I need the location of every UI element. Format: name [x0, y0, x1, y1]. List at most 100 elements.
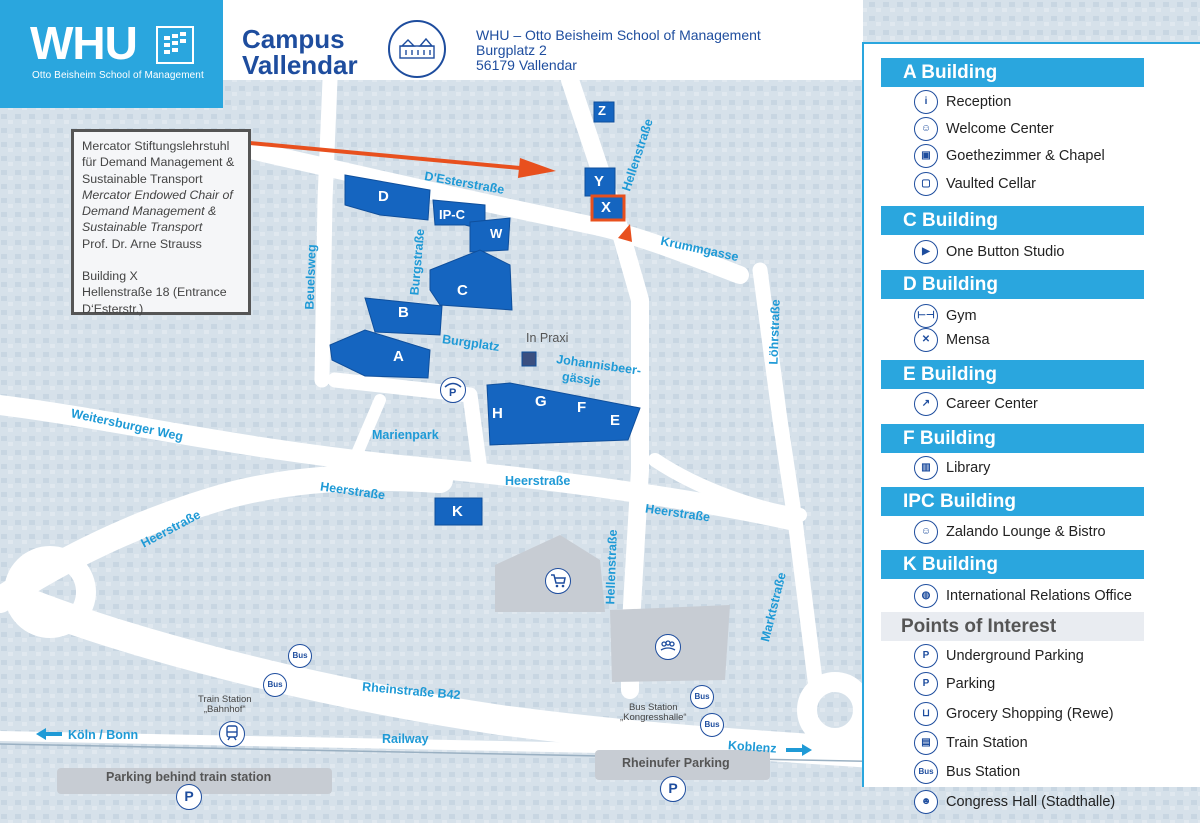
building-label-B[interactable]: B	[398, 304, 409, 321]
legend-header-d: D Building	[881, 270, 1144, 299]
grocery-map-icon[interactable]	[545, 568, 571, 594]
legend-item-label: Underground Parking	[946, 648, 1084, 664]
building-label-K[interactable]: K	[452, 503, 463, 520]
legend-item[interactable]: ▥Library	[914, 455, 990, 481]
parking-map-icon-right[interactable]: P	[660, 776, 686, 802]
parking-map-icon-left[interactable]: P	[176, 784, 202, 810]
legend-item[interactable]: ▣Goethezimmer & Chapel	[914, 143, 1105, 169]
legend-header-ipc: IPC Building	[881, 487, 1144, 516]
bus-stop-icon[interactable]: Bus	[700, 713, 724, 737]
label-railway: Railway	[382, 732, 429, 746]
building-label-D[interactable]: D	[378, 188, 389, 205]
legend-header-f: F Building	[881, 424, 1144, 453]
legend-item-label: Zalando Lounge & Bistro	[946, 524, 1106, 540]
building-label-E[interactable]: E	[610, 412, 621, 429]
building-HGFE-shape[interactable]	[486, 382, 641, 446]
campus-title-line1: Campus	[242, 24, 345, 54]
building-label-Z[interactable]: Z	[598, 103, 606, 118]
legend-item-label: Mensa	[946, 332, 990, 348]
campus-buildings	[329, 101, 641, 526]
legend-item[interactable]: P Parking	[914, 671, 995, 697]
building-label-G[interactable]: G	[535, 393, 547, 410]
legend-item-label: International Relations Office	[946, 588, 1132, 604]
chapel-icon: ▣	[914, 144, 938, 168]
building-label-W[interactable]: W	[490, 226, 503, 241]
header-band	[223, 0, 863, 80]
legend-item[interactable]: ☻Congress Hall (Stadthalle)	[914, 789, 1115, 815]
legend-item[interactable]: ☺Zalando Lounge & Bistro	[914, 519, 1106, 545]
congress-hall-map-icon[interactable]	[655, 634, 681, 660]
arrow-left-icon	[36, 728, 62, 740]
congress-icon: ☻	[914, 790, 938, 814]
building-W-shape[interactable]	[469, 217, 511, 253]
studio-icon: ▶	[914, 240, 938, 264]
orange-pointer-arrow	[249, 141, 632, 242]
building-label-C[interactable]: C	[457, 282, 468, 299]
in-praxi-shape[interactable]	[521, 351, 537, 367]
career-icon: ↗	[914, 392, 938, 416]
train-station-label: Train Station „Bahnhof“	[198, 695, 252, 715]
legend-item-label: Parking	[946, 676, 996, 692]
building-B-shape[interactable]	[364, 297, 443, 336]
svg-text:P: P	[449, 387, 456, 399]
parking-behind-station-plot	[57, 768, 332, 794]
street-heerstrasse-mid: Heerstraße	[505, 474, 571, 488]
building-label-Y[interactable]: Y	[594, 173, 605, 190]
legend-item-label: Vaulted Cellar	[946, 176, 1037, 192]
legend-item-label: Reception	[946, 94, 1012, 110]
legend-item-label: Library	[946, 460, 991, 476]
legend-item[interactable]: ⊢⊣ Gym	[914, 303, 977, 329]
whu-logo[interactable]: WHU Otto Beisheim School of Management	[0, 0, 223, 108]
park-marienpark: Marienpark	[372, 428, 439, 442]
underground-parking-map-icon[interactable]: P	[440, 377, 466, 403]
chair-info-box: Mercator Stiftungslehrstuhl für Demand M…	[71, 129, 251, 316]
building-label-A[interactable]: A	[393, 348, 404, 365]
building-X-shape[interactable]	[590, 194, 626, 222]
building-D-shape[interactable]	[344, 174, 431, 221]
campus-building-icon	[388, 20, 446, 78]
legend-header-e: E Building	[881, 360, 1144, 389]
legend-item-label: Career Center	[946, 396, 1038, 412]
building-label-IPC[interactable]: IP-C	[439, 207, 465, 222]
legend-item[interactable]: ◍International Relations Office	[914, 583, 1132, 609]
legend-item[interactable]: ↗ Career Center	[914, 391, 1038, 417]
building-A-shape[interactable]	[329, 329, 431, 379]
street-lohrstrasse: Löhrstraße	[766, 299, 783, 365]
train-station-line2: „Bahnhof“	[203, 704, 246, 715]
legend-item[interactable]: ✕ Mensa	[914, 327, 990, 353]
legend-header-c: C Building	[881, 206, 1144, 235]
building-label-H[interactable]: H	[492, 405, 503, 422]
legend-item-label: Gym	[946, 308, 977, 324]
mensa-icon: ✕	[914, 328, 938, 352]
legend-item[interactable]: ⊔Grocery Shopping (Rewe)	[914, 701, 1114, 727]
legend-header-a: A Building	[881, 58, 1144, 87]
welcome-icon: ☺	[914, 117, 938, 141]
legend-item[interactable]: ▤Train Station	[914, 730, 1028, 756]
bus-stop-icon[interactable]: Bus	[690, 685, 714, 709]
campus-title-line2: Vallendar	[242, 50, 358, 80]
legend-item[interactable]: ▢ Vaulted Cellar	[914, 171, 1036, 197]
parking-icon: P	[914, 672, 938, 696]
address-line1: WHU – Otto Beisheim School of Management	[476, 27, 761, 43]
legend-item[interactable]: ☺Welcome Center	[914, 116, 1054, 142]
bus-stop-icon[interactable]: Bus	[288, 644, 312, 668]
bus-stop-icon[interactable]: Bus	[263, 673, 287, 697]
cellar-icon: ▢	[914, 172, 938, 196]
info-line: D‘Esterstr.)	[82, 301, 144, 316]
address-line2: Burgplatz 2	[476, 42, 547, 58]
bus-station-line1: Bus Station	[628, 702, 678, 713]
info-line: Sustainable Transport	[82, 220, 203, 235]
bus-station-line2: „Kongresshalle“	[620, 712, 687, 723]
gym-icon: ⊢⊣	[914, 304, 938, 328]
building-label-X[interactable]: X	[601, 199, 612, 216]
building-label-F[interactable]: F	[577, 399, 587, 416]
train-map-icon[interactable]	[219, 721, 245, 747]
legend-item[interactable]: ▶One Button Studio	[914, 239, 1065, 265]
building-K-shape[interactable]	[434, 497, 483, 526]
building-C-shape[interactable]	[429, 249, 513, 311]
building-Z-shape[interactable]	[593, 101, 615, 123]
address-block: WHU – Otto Beisheim School of Management…	[476, 28, 761, 73]
